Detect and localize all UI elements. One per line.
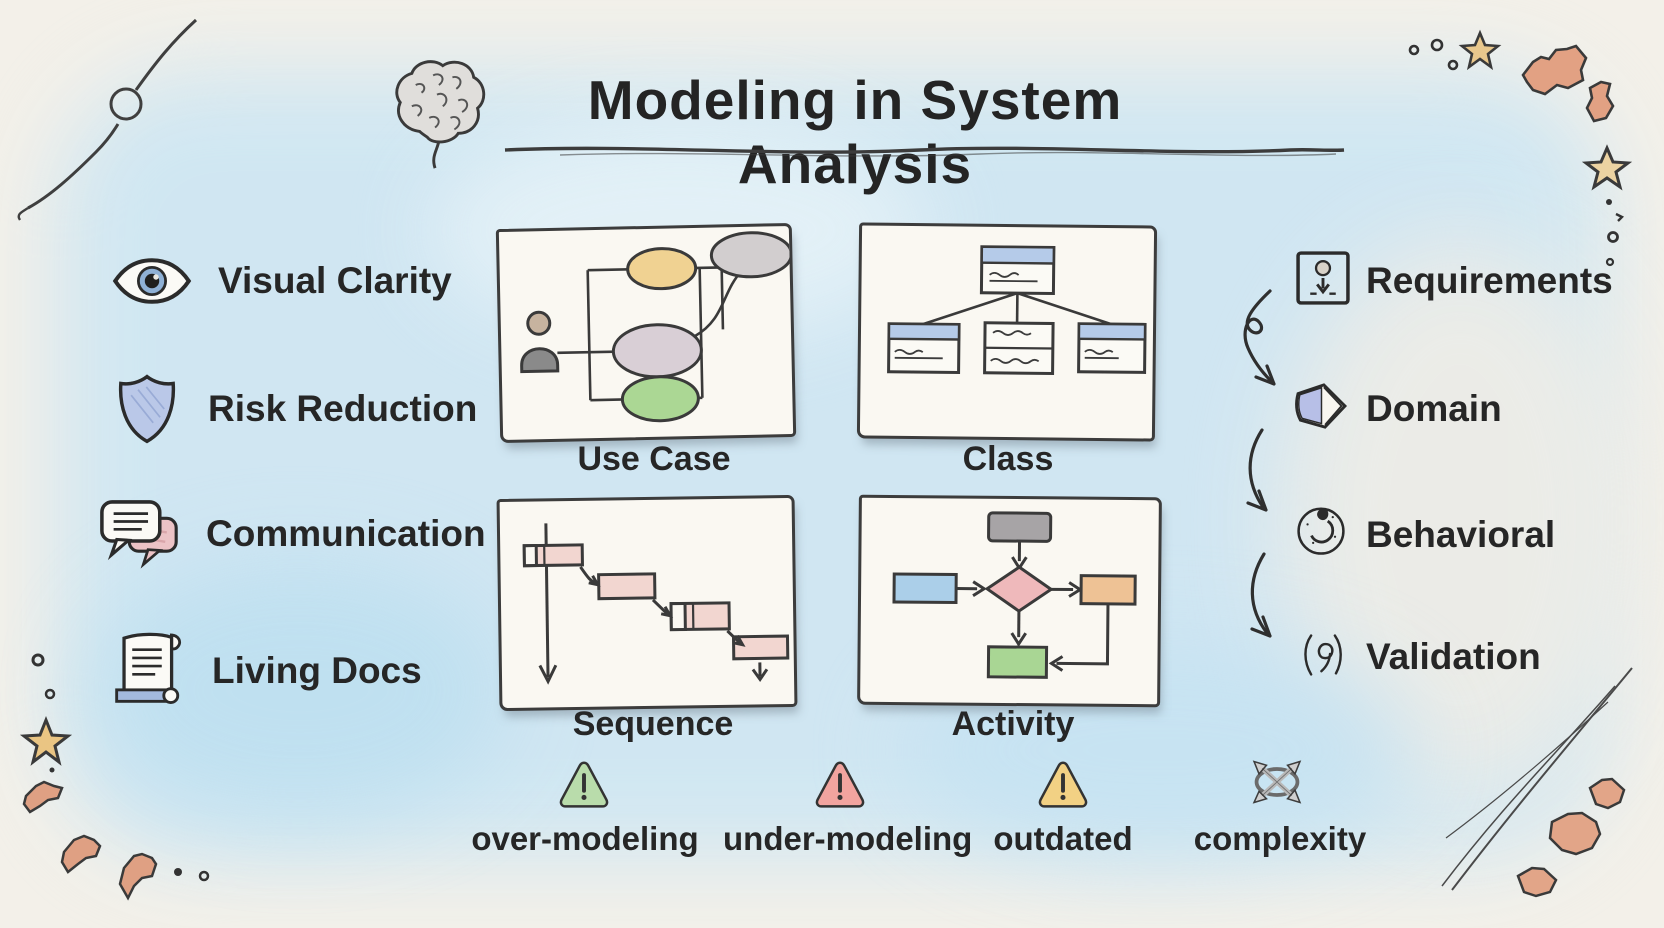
benefit-item-communication: Communication — [98, 498, 486, 570]
activity-label: Activity — [951, 705, 1075, 743]
benefit-item-visual-clarity: Visual Clarity — [112, 256, 452, 306]
warning-triangle-icon — [556, 753, 612, 815]
benefit-label: Living Docs — [212, 650, 422, 691]
risk-over-modeling-label: over-modeling — [471, 820, 699, 857]
benefit-item-living-docs: Living Docs — [106, 628, 422, 714]
benefit-label: Visual Clarity — [218, 260, 452, 301]
speech-bubbles-icon — [98, 498, 184, 570]
squiggle-doodle — [17, 18, 198, 221]
activity-diagram — [892, 511, 1137, 679]
benefit-label: Risk Reduction — [208, 388, 478, 429]
star-doodle — [19, 715, 73, 766]
use-case-label: Use Case — [577, 440, 731, 478]
stage-validation-label: Validation — [1366, 636, 1541, 677]
stage-requirements-label: Requirements — [1366, 260, 1613, 301]
torn-paper — [1521, 44, 1588, 96]
warning-triangle-icon — [812, 753, 868, 815]
sequence-label: Sequence — [572, 705, 734, 743]
torn-paper — [118, 852, 158, 901]
activity-diagram-panel — [857, 494, 1162, 708]
torn-paper — [1588, 777, 1626, 810]
class-label: Class — [962, 440, 1054, 478]
stage-flow-arrows — [1243, 289, 1276, 638]
page-title: Modeling in System Analysis — [587, 69, 1123, 195]
class-diagram-panel — [856, 222, 1158, 442]
benefit-item-risk-reduction: Risk Reduction — [116, 372, 477, 446]
torn-paper — [1516, 866, 1558, 898]
spiral-parens-icon — [1294, 628, 1352, 682]
scroll-icon — [106, 628, 188, 714]
stage-behavioral-label: Behavioral — [1366, 514, 1556, 555]
risk-complexity-label: complexity — [1193, 820, 1367, 857]
top-right-doodles — [1408, 29, 1633, 267]
arrow-pentagon-icon — [1291, 379, 1352, 433]
sequence-diagram — [522, 523, 790, 685]
scribble-text — [894, 271, 1119, 365]
brain-icon — [382, 56, 490, 172]
benefit-label: Communication — [206, 513, 486, 554]
use-case-diagram-panel — [495, 222, 797, 444]
star-doodle — [1581, 144, 1633, 191]
torn-paper — [1585, 80, 1615, 123]
star-doodle — [1458, 29, 1502, 71]
sequence-arrows — [579, 566, 769, 683]
pencil-lines-doodle — [1441, 667, 1633, 891]
eye-icon — [112, 256, 192, 306]
warning-triangle-icon — [1035, 753, 1091, 815]
class-diagram — [887, 245, 1147, 375]
pin-square-icon — [1294, 249, 1352, 307]
risk-outdated-label: outdated — [993, 820, 1133, 857]
torn-paper — [60, 834, 102, 874]
sequence-diagram-panel — [496, 494, 798, 712]
torn-paper — [22, 780, 64, 814]
risk-under-modeling-label: under-modeling — [723, 820, 973, 857]
crossed-arrows-icon — [1246, 752, 1308, 812]
bottom-right-doodles — [1441, 667, 1633, 898]
use-case-diagram — [520, 231, 793, 423]
gauge-circle-icon — [1293, 502, 1349, 558]
torn-paper — [1548, 811, 1602, 856]
actor-icon — [520, 310, 560, 374]
shield-icon — [116, 372, 178, 446]
stage-domain-label: Domain — [1366, 388, 1502, 429]
